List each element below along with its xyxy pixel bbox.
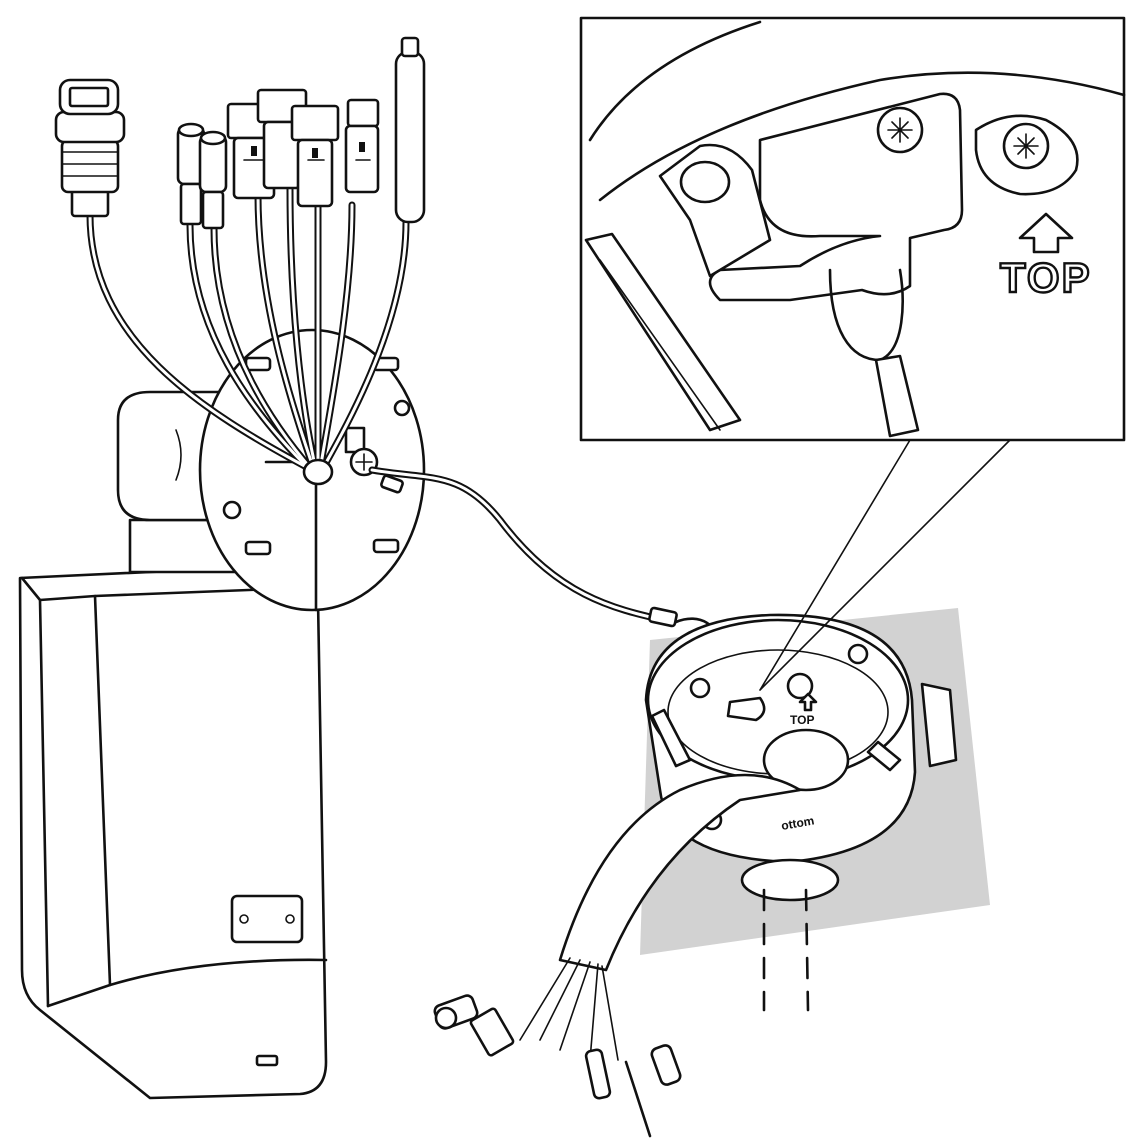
- camera-housing: [18, 563, 328, 1100]
- wire-loop: [828, 268, 920, 438]
- rj45-connector-icon: [469, 1007, 515, 1057]
- alarm-terminal-icon: [226, 88, 380, 208]
- boss-post: [658, 143, 772, 278]
- inset-top-label: TOP: [1000, 254, 1092, 301]
- screw-icon: [876, 106, 924, 154]
- callout-lines: [759, 439, 1011, 691]
- detail-inset: TOP: [579, 16, 1126, 442]
- screw-icon: [974, 114, 1079, 196]
- box-top-label: TOP: [790, 713, 814, 727]
- audio-jack-icon: [394, 36, 426, 224]
- access-cover-plate: [230, 894, 304, 944]
- ground-wire: [368, 466, 720, 661]
- status-led: [255, 1054, 279, 1067]
- dc-jack-icon: [176, 122, 228, 230]
- arrow-up-icon: [1018, 212, 1074, 254]
- arrow-up-icon: [798, 692, 818, 712]
- angled-clip: [584, 232, 742, 432]
- external-cable: [433, 773, 802, 1138]
- dc-jack-icon: [584, 1048, 612, 1100]
- box-side-label: ottom: [780, 813, 815, 833]
- bnc-connector-icon: [433, 994, 479, 1030]
- rj45-connector-icon: [54, 78, 126, 218]
- camera-cable-bundle: [86, 184, 410, 486]
- dc-jack-icon: [650, 1044, 682, 1086]
